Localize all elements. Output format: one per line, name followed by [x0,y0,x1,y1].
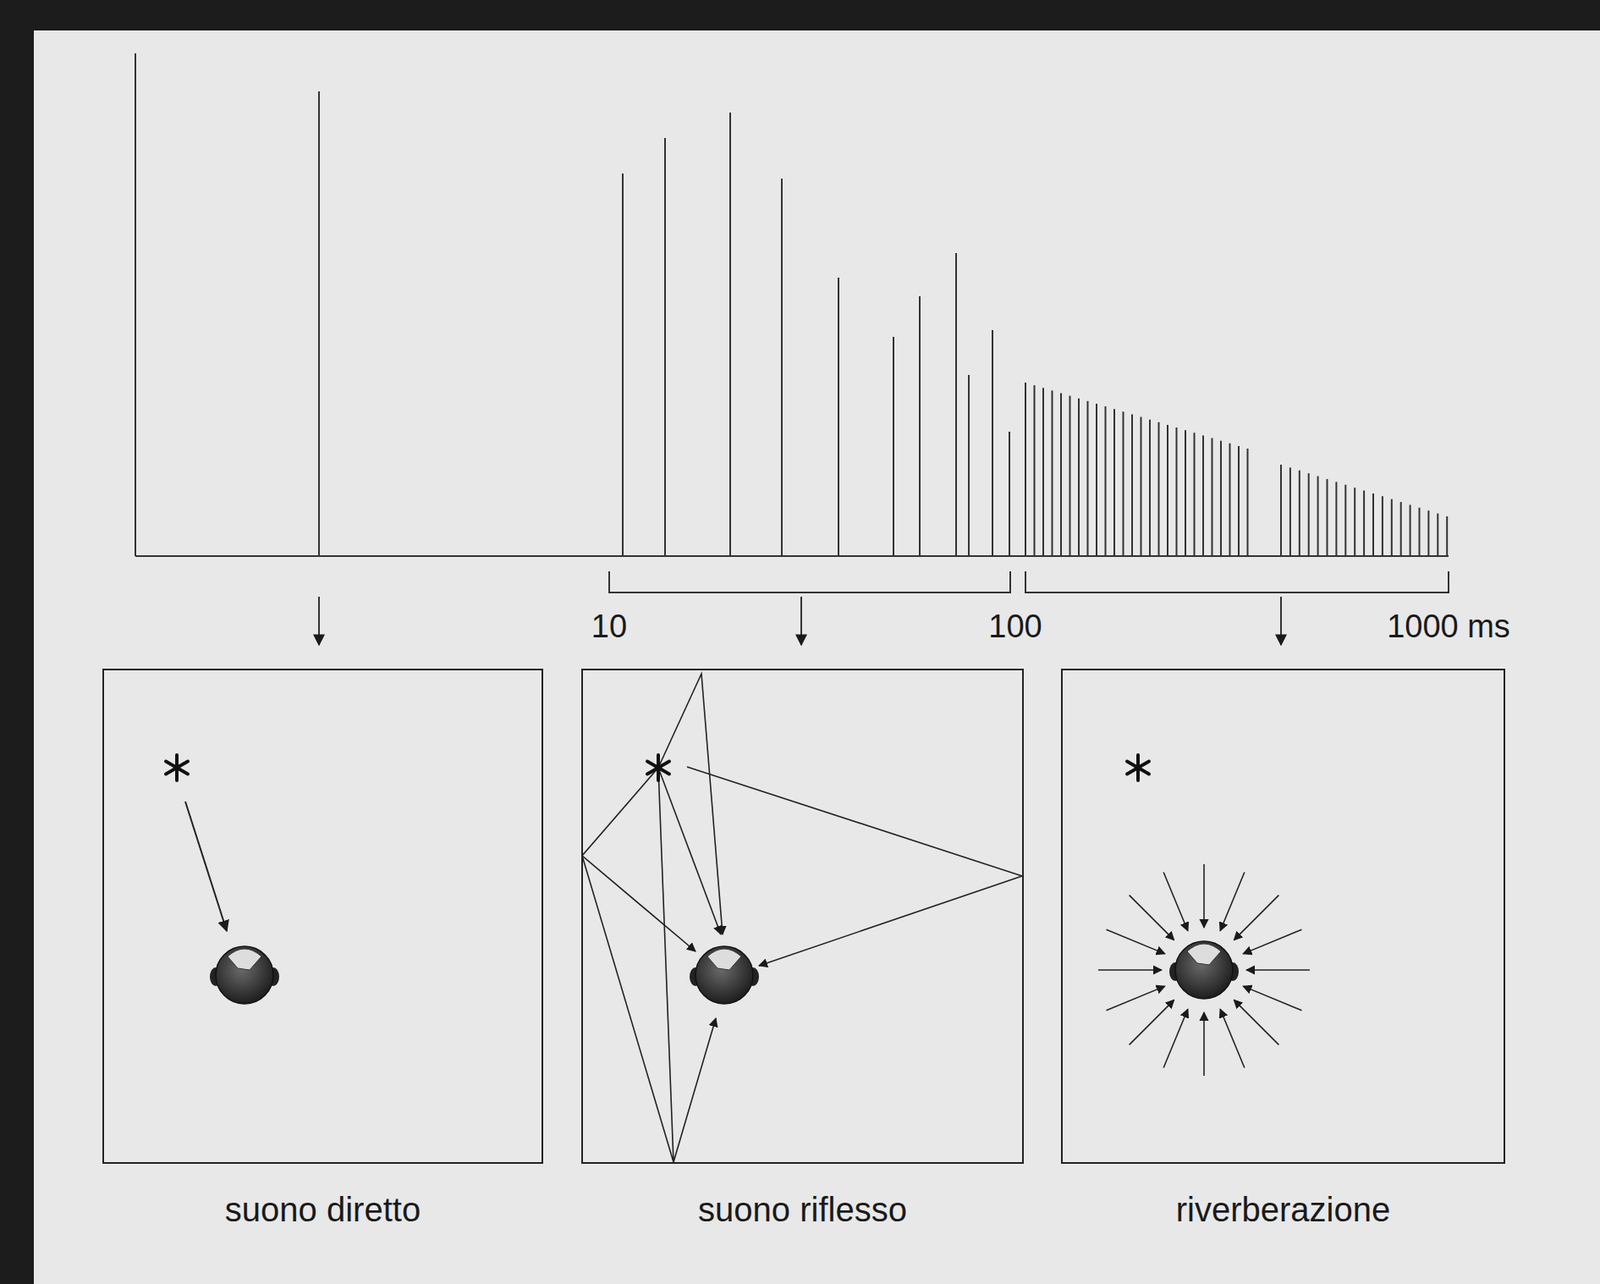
impulse-line [1391,499,1393,556]
box-caption: suono diretto [70,1190,576,1229]
impulse-line [780,178,783,556]
time-axis [135,555,1449,557]
impulse-line [1289,467,1292,556]
impulse-line [1317,476,1320,556]
impulse-line [1131,413,1133,556]
impulse-line [1400,501,1403,556]
sound-source [165,761,188,775]
impulse-line [1060,392,1062,556]
sound-source [1127,761,1150,775]
impulse-line [1308,472,1310,556]
reverb-arrow [1246,968,1310,971]
reverb-arrow [1203,1011,1205,1076]
impulse-line [1008,431,1011,556]
box-caption: suono riflesso [549,1190,1056,1229]
sound-source [165,761,188,775]
impulse-line [1211,438,1214,556]
impulse-line [1202,434,1205,556]
impulse-line [1051,390,1054,556]
reverb-arrow [1242,985,1302,1011]
sound-source [1127,761,1150,775]
time-label: 1000 ms [1386,608,1511,645]
impulse-line [1033,384,1036,556]
impulse-line [1280,464,1282,556]
impulse-line [1298,470,1301,556]
impulse-line [1363,490,1365,557]
sound-source [647,761,670,775]
impulse-line [1193,432,1196,556]
room-box: suono diretto [102,668,544,1164]
impulse-line [1176,427,1178,556]
impulse-line [1140,417,1143,556]
impulse-line [664,137,666,556]
reverb-arrow [1233,999,1279,1045]
impulse-line [1247,448,1249,556]
impulse-line [1158,422,1161,556]
impulse-line [1353,487,1356,556]
reverb-arrow [1242,929,1302,954]
impulse-line [1381,495,1384,556]
impulse-line [1105,406,1107,556]
impulse-line [1372,493,1375,556]
room-box: riverberazione [1061,668,1506,1164]
impulse-line [1229,443,1232,556]
reverb-arrow [1220,1008,1245,1067]
impulse-line [1095,403,1098,556]
reverb-arrow [1203,863,1205,928]
impulse-line [1166,424,1169,556]
time-label: 10 [591,608,627,645]
impulse-line [134,53,137,556]
impulse-line [1220,440,1222,556]
impulse-line [1042,387,1045,556]
impulse-line [1077,398,1080,556]
reverb-arrow [1129,895,1175,941]
impulse-line [1237,445,1240,556]
reverb-arrow [1129,999,1175,1045]
reverb-arrow [1233,895,1279,941]
reverb-arrow [1220,872,1245,931]
impulse-line [1436,513,1439,556]
impulse-line [955,252,957,556]
impulse-line [1427,510,1430,556]
box-caption: riverberazione [1028,1190,1538,1229]
impulse-line [1069,395,1072,556]
impulse-line [1446,516,1448,556]
reverb-arrow [1163,1008,1188,1067]
impulse-line [1149,419,1151,556]
impulse-line [1409,504,1412,556]
background-panel [33,30,1600,1284]
impulse-line [1344,484,1347,556]
impulse-line [892,336,895,556]
reverb-arrow [1163,872,1188,931]
reverb-arrow [1098,968,1162,971]
time-label: 100 [988,608,1042,645]
impulse-line [1024,382,1027,556]
impulse-line [1418,507,1421,556]
impulse-line [991,329,994,556]
impulse-line [1326,478,1329,556]
impulse-line [1122,411,1125,556]
reverb-arrow [1106,929,1166,954]
reverb-arrow [1106,985,1166,1011]
impulse-line [729,112,732,556]
room-box: suono riflesso [581,668,1024,1164]
listener-head [1169,940,1239,999]
impulse-line [967,374,970,556]
impulse-line [1335,481,1337,556]
impulse-line [318,91,320,556]
listener-head [689,945,759,1004]
listener-head [209,945,280,1004]
impulse-line [1184,429,1187,556]
sound-source [647,761,670,775]
impulse-line [621,173,624,556]
impulse-line [1113,408,1116,556]
impulse-line [1087,401,1089,556]
impulse-line [918,296,921,556]
impulse-line [837,277,840,556]
